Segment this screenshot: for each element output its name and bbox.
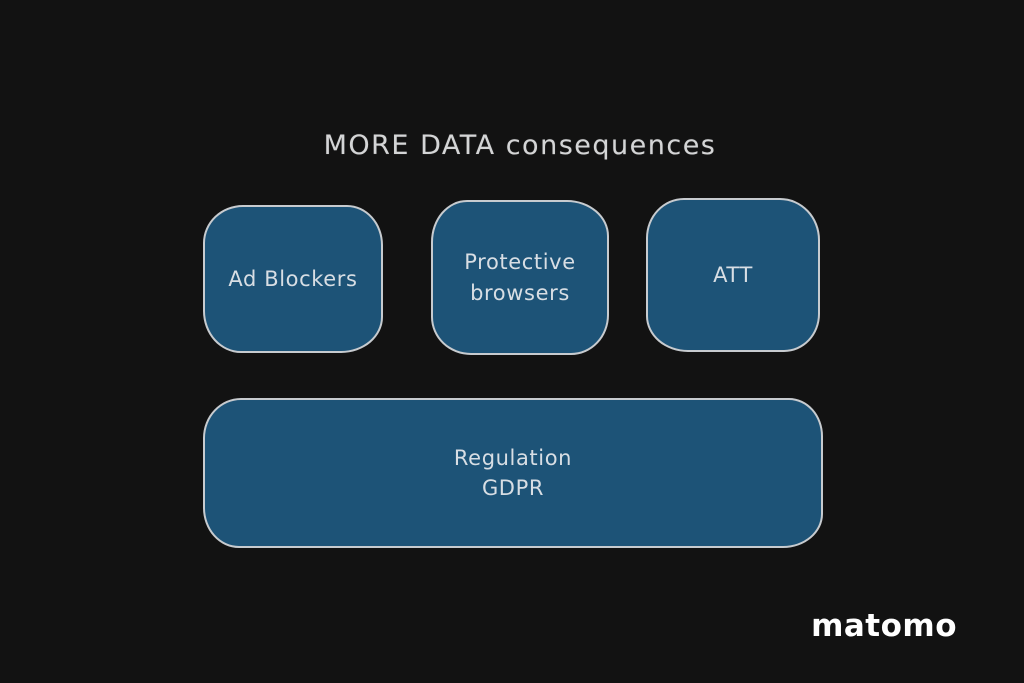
box-protective-browsers: Protective browsers (431, 200, 609, 355)
matomo-logo: matomo (811, 608, 957, 644)
box-protective-browsers-label: Protective browsers (464, 250, 576, 305)
box-att-label: ATT (713, 262, 753, 287)
box-att: ATT (646, 198, 820, 352)
box-regulation-gdpr: Regulation GDPR (203, 398, 823, 548)
box-regulation-gdpr-label: Regulation GDPR (453, 445, 573, 500)
slide-title: MORE DATA consequences (323, 130, 717, 161)
box-ad-blockers: Ad Blockers (203, 205, 383, 353)
box-ad-blockers-label: Ad Blockers (228, 266, 358, 291)
